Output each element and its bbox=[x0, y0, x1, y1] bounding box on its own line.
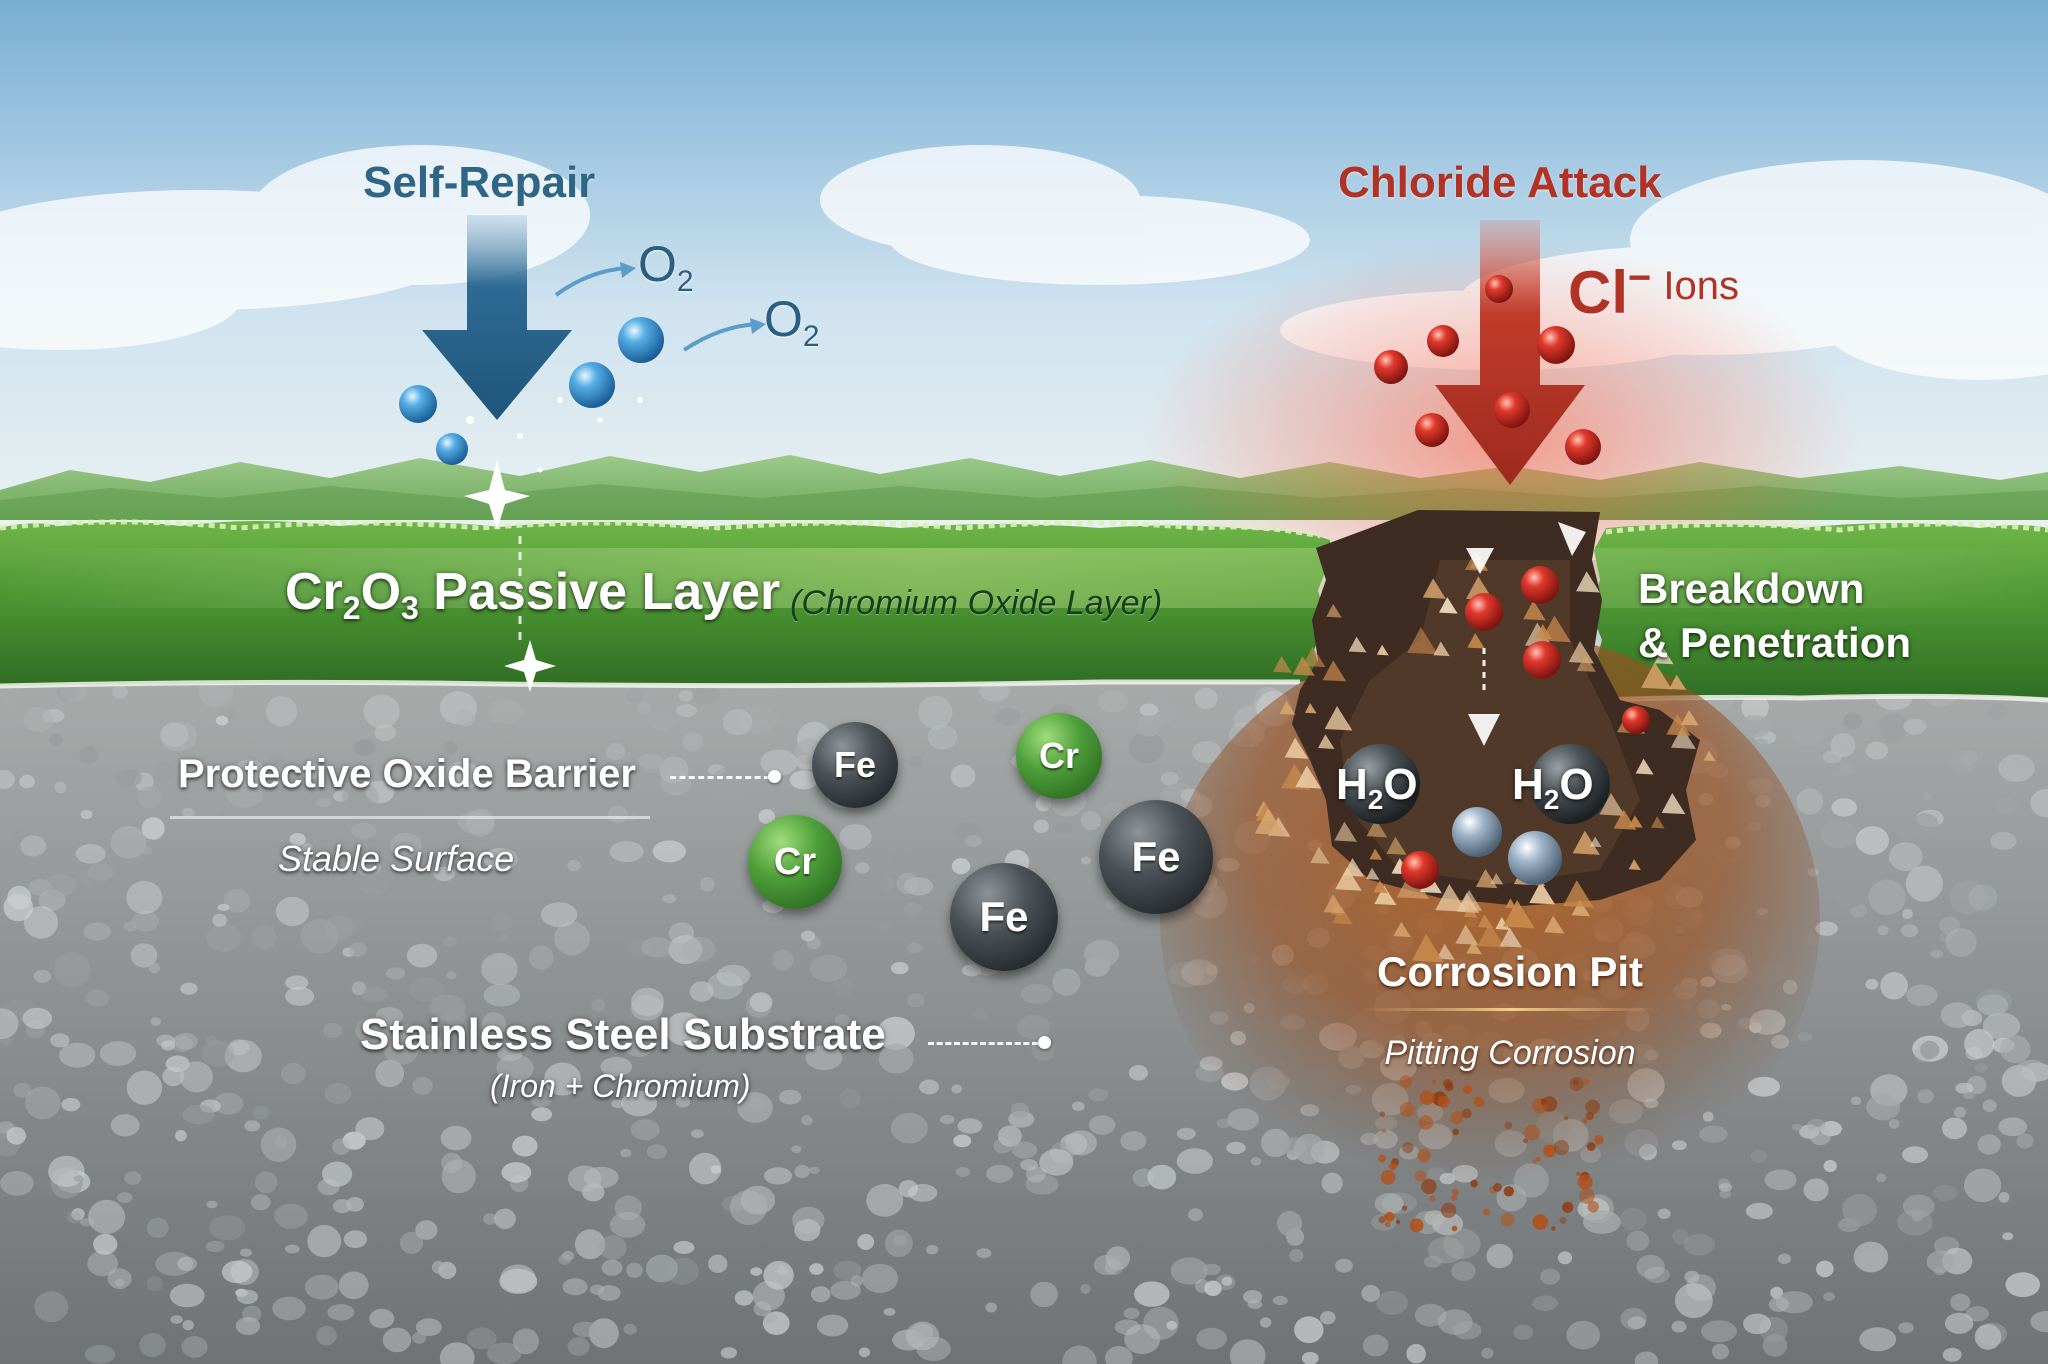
passive-layer-note: (Chromium Oxide Layer) bbox=[790, 584, 1163, 622]
barrier-leader-line bbox=[670, 776, 770, 779]
chloride-attack-arrow bbox=[1435, 220, 1585, 485]
penetration-arrows bbox=[1466, 522, 1586, 746]
pit-divider bbox=[1360, 1008, 1660, 1011]
o2-label: O2 bbox=[764, 291, 820, 353]
self-repair-arrow bbox=[422, 215, 572, 420]
oxygen-molecules bbox=[399, 317, 664, 465]
passive-layer-title: Cr2O3 Passive Layer bbox=[285, 563, 781, 626]
layer-top-edge-right bbox=[1605, 521, 2048, 535]
protective-barrier-label: Protective Oxide Barrier bbox=[178, 752, 636, 796]
h2o-label: H2O bbox=[1336, 760, 1418, 815]
barrier-leader-dot bbox=[768, 770, 781, 783]
cr-atom: Cr bbox=[748, 815, 842, 909]
steel-substrate-label: Stainless Steel Substrate bbox=[360, 1010, 886, 1059]
o2-swoosh-1-head bbox=[620, 262, 636, 278]
stable-surface-label: Stable Surface bbox=[278, 838, 515, 879]
steel-substrate-note: (Iron + Chromium) bbox=[490, 1068, 751, 1104]
h2o-label: H2O bbox=[1512, 760, 1594, 815]
chloride-ions bbox=[1374, 275, 1650, 889]
breakdown-label: Breakdown & Penetration bbox=[1638, 565, 1912, 666]
layer-highlight bbox=[0, 548, 2048, 608]
fe-atom: Fe bbox=[950, 863, 1058, 971]
steel-leader-line bbox=[928, 1042, 1038, 1045]
cr-atom: Cr bbox=[1016, 713, 1102, 799]
fe-atom: Fe bbox=[1099, 800, 1213, 914]
chloride-attack-title: Chloride Attack bbox=[1338, 158, 1662, 207]
pit-water-molecules bbox=[1340, 744, 1610, 885]
chloride-ions-label: Cl−Ions bbox=[1568, 256, 1739, 326]
layer-bottom-edge bbox=[0, 679, 1300, 689]
pitting-corrosion-subtitle: Pitting Corrosion bbox=[1384, 1034, 1636, 1072]
self-repair-title: Self-Repair bbox=[363, 158, 596, 207]
layer-top-edge-left bbox=[0, 519, 1321, 539]
corrosion-pit-title: Corrosion Pit bbox=[1376, 948, 1643, 995]
fe-atom: Fe bbox=[812, 722, 898, 808]
o2-swoosh-2-head bbox=[750, 318, 766, 334]
barrier-divider bbox=[170, 816, 650, 819]
o2-label: O2 bbox=[638, 236, 694, 298]
steel-leader-dot bbox=[1038, 1036, 1051, 1049]
rust-specks bbox=[1378, 1075, 1604, 1233]
